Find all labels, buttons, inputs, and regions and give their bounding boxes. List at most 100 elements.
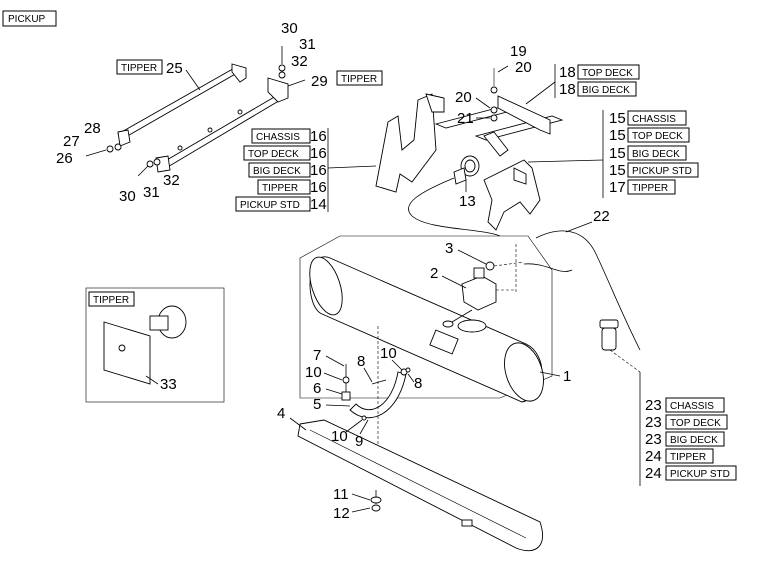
table15-num-1: 15 [609,127,626,144]
regulator-23-axis [609,349,641,373]
gauge-plate [103,321,151,385]
leader-33 [145,375,159,385]
variant-header-label: PICKUP [8,14,46,25]
leader-6 [325,388,343,395]
nut-8 [405,367,411,373]
table23-tag-0 [665,397,725,413]
leader-11 [351,493,371,501]
callout-4: 4 [277,405,285,422]
table16-num-2: 16 [310,162,327,179]
leader-1 [539,371,561,377]
tipper-inset-frame [85,287,225,403]
leader-3 [457,249,487,265]
fitting-3-axis [493,261,525,267]
callout-20: 20 [515,59,532,76]
callout-7: 7 [313,347,321,364]
tipper-tag-29-label: TIPPER [341,74,377,85]
multivalve-body [461,275,497,311]
callout-22: 22 [593,208,610,225]
regulator-23-body [601,327,617,351]
rail-25-end-bracket [231,63,247,83]
table23-num-3: 24 [645,448,662,465]
washer-20 [490,106,498,114]
leader-12 [351,507,371,513]
callout-8: 8 [414,375,422,392]
table23-tag-4-label: PICKUP STD [670,469,730,480]
leader-2 [441,275,467,289]
callout-13: 13 [459,193,476,210]
callout-5: 5 [313,396,321,413]
table23-tag-3 [665,448,714,464]
rail-hole [237,109,243,115]
table23-tag-4 [665,465,737,481]
tank-label-plate [429,329,459,355]
callouts-lower: 7 10 6 5 4 8 10 8 10 9 11 12 [277,345,422,522]
table23-tag-2 [665,431,725,447]
washer-31-top [278,64,286,72]
tipper-tag-25-label: TIPPER [121,63,157,74]
multivalve-2: 3 2 [430,240,525,328]
multivalve-tube [451,309,473,323]
nut-32 [153,158,161,166]
table15-num-0: 15 [609,110,626,127]
nut-28 [114,143,122,151]
table15-num-4: 17 [609,179,626,196]
rail-29-end-bracket [267,77,289,103]
table23-num-4: 24 [645,465,662,482]
callout-9: 9 [355,433,363,450]
table16-num-3: 16 [310,179,327,196]
fasteners-26-28 [85,46,286,177]
leader-20 [475,97,491,109]
cradle-4 [297,419,543,552]
callout-8: 8 [357,353,365,370]
callout-3: 3 [445,240,453,257]
regulator-23-cap [599,319,619,329]
table18-tag-0 [577,64,640,80]
table15-tag-1 [627,127,690,143]
tank-end-right [504,342,544,402]
bracket-15-tab [513,167,527,185]
multivalve-float [442,320,454,328]
callout-21: 21 [457,110,474,127]
table23-num-2: 23 [645,431,662,448]
callout-20: 20 [455,89,472,106]
callout-10: 10 [380,345,397,362]
washer-27 [106,145,114,153]
callouts-top-center: 19 20 20 21 18 TOP DECK 18 BIG DECK [455,43,640,127]
leader-10b [391,359,403,371]
callout-25: 25 [166,60,183,77]
washer-10-lower [361,415,367,421]
tipper-inset-tag [88,291,135,307]
callout-10: 10 [331,428,348,445]
gauge-33-stem [149,315,169,331]
tipper-inset: TIPPER 33 [85,287,225,403]
callout-1: 1 [563,368,571,385]
table16-tag-3-label: TIPPER [262,183,298,194]
tipper-inset-tag-label: TIPPER [93,295,129,306]
table16-tag-4 [235,196,311,212]
table15-num-2: 15 [609,145,626,162]
table15-tag-2 [627,145,687,161]
callout-6: 6 [313,380,321,397]
regulator-23 [599,319,641,373]
callout-31: 31 [299,36,316,53]
leader-19 [497,65,509,73]
washer-31 [146,160,154,168]
callout-30: 30 [119,188,136,205]
callout-10: 10 [305,364,322,381]
leader-22 [565,221,593,233]
leader-18 [525,81,556,105]
table23-tag-3-label: TIPPER [670,452,706,463]
table15-tag-4 [627,179,676,195]
callout-2: 2 [430,265,438,282]
mount-bracket-16 [375,93,445,193]
spacer-6 [341,391,351,401]
leader-16 [327,165,377,169]
leader-8b [407,373,415,383]
bracket-16-body [375,93,437,193]
variant-table-15: 15 CHASSIS 15 TOP DECK 15 BIG DECK 15 PI… [527,110,699,198]
table15-tag-3 [627,162,699,178]
leader-9 [359,419,369,435]
